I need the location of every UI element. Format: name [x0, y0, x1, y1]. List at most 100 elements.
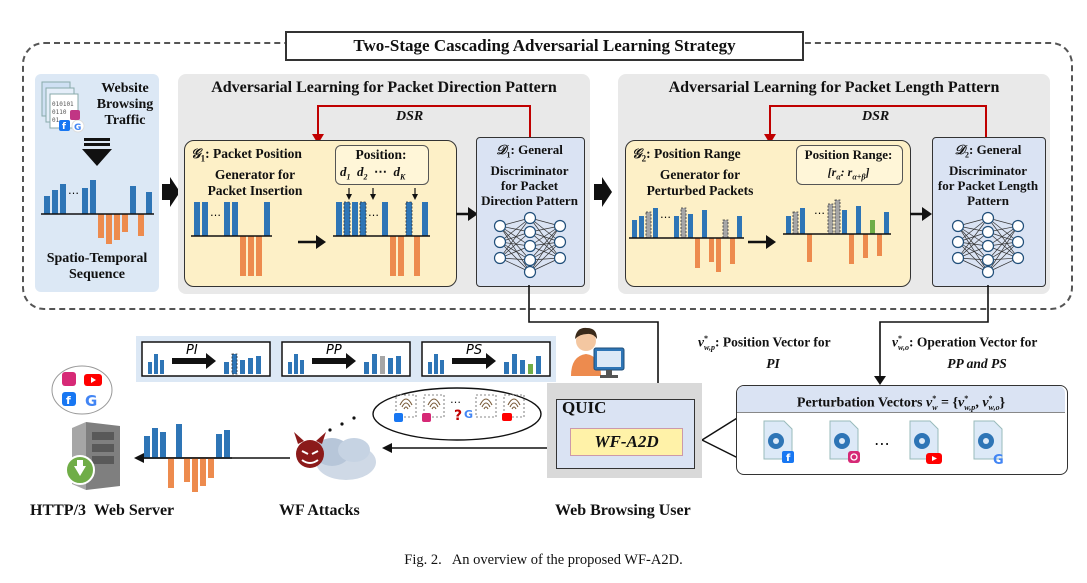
neuron: [493, 251, 507, 265]
packet-bar-up: [422, 202, 428, 236]
packet-bar-up: [44, 196, 50, 214]
packet-bar-up: [842, 210, 847, 234]
strategy-bar: [256, 356, 261, 374]
svg-text:0110: 0110: [52, 109, 67, 116]
packet-bar-up: [90, 180, 96, 214]
strategy-bar: [248, 358, 253, 374]
packet-bar-up: [160, 432, 166, 458]
packet-bar-up: [702, 210, 707, 238]
generator2-left-chart: …: [629, 207, 744, 272]
strategy-arrow: [452, 353, 496, 369]
g2-to-d2-arrow: [910, 207, 932, 221]
packet-bar-down: [695, 238, 700, 268]
packet-bar-down: [716, 238, 721, 272]
svg-text:010101: 010101: [52, 101, 74, 108]
packet-bar-up: [336, 202, 342, 236]
strategy-bar: [300, 360, 304, 374]
packet-bar-up: [632, 220, 637, 238]
packet-bar-up: [827, 203, 834, 235]
discriminator1-label: 𝒟1: General Discriminator for Packet Dir…: [481, 142, 578, 208]
user-label: Web Browsing User: [555, 502, 691, 519]
packet-bar-down: [168, 458, 174, 488]
neuron: [981, 253, 995, 267]
strategy-bar: [240, 360, 245, 374]
neuron: [951, 219, 965, 233]
packet-bar-down: [709, 238, 714, 262]
insert-arrow: [412, 194, 418, 200]
packet-bar-down: [807, 234, 812, 262]
strategy-bar: [160, 360, 164, 374]
packet-bar-down: [730, 238, 735, 264]
position-vector-label: v*w,p: Position Vector for PI: [698, 334, 831, 372]
packet-bar-up: [130, 186, 136, 214]
neuron: [1011, 251, 1025, 265]
wf-a2d-module[interactable]: WF-A2D: [570, 428, 683, 456]
packet-bar-up: [800, 208, 805, 234]
strategy-bar: [388, 358, 393, 374]
stage2-dsr-arrow: [764, 105, 987, 144]
packet-bar-up: [674, 216, 679, 238]
packet-bar-up: [786, 216, 791, 234]
neuron: [981, 225, 995, 239]
svg-text:…: …: [450, 393, 461, 406]
strategy-bar: [364, 362, 369, 374]
packet-bar-up: [382, 202, 388, 236]
strategy-bar: [536, 356, 541, 374]
packet-bar-down: [248, 236, 254, 276]
neuron: [553, 235, 567, 249]
neuron: [981, 265, 995, 279]
strategy-bar: [148, 362, 152, 374]
stage1-dsr-label: DSR: [396, 109, 424, 124]
packet-bar-up: [680, 207, 687, 239]
perturbation-label: Perturbation Vectors v*w = {v*w,p, v*w,o…: [796, 394, 1006, 413]
packet-bar-down: [398, 236, 404, 276]
packet-bar-up: [152, 428, 158, 458]
neuron: [1011, 235, 1025, 249]
quic-label: QUIC: [562, 398, 607, 417]
packet-bar-down: [240, 236, 246, 276]
strategy-title: Two-Stage Cascading Adversarial Learning…: [285, 31, 804, 61]
strategy-bar: [288, 362, 292, 374]
packet-bar-down: [877, 234, 882, 256]
strategy-bar: [231, 353, 238, 375]
generator2-label: 𝒢2: Position Range Generator for Perturb…: [632, 146, 754, 198]
stage2-dsr-label: DSR: [862, 109, 890, 124]
packet-bar-down: [414, 236, 420, 276]
vector-file-icon-youtube: [909, 420, 942, 464]
packet-bar-down: [390, 236, 396, 276]
vector-file-icon-facebook: f: [763, 420, 794, 464]
neuron: [1011, 219, 1025, 233]
attacks-label: WF Attacks: [279, 502, 360, 519]
stage1-title: Adversarial Learning for Packet Directio…: [211, 79, 557, 96]
web-server-icon: [65, 422, 120, 490]
strategy-bar: [434, 354, 438, 374]
generator1-label: 𝒢1: Packet Position Generator for Packet…: [191, 146, 303, 198]
packet-bar-down: [192, 458, 198, 492]
app-icons-bubble: f G: [51, 365, 113, 415]
strategy-label-pp: PP: [326, 343, 342, 358]
neuron: [553, 251, 567, 265]
position-box: [335, 145, 429, 185]
packet-bar-down: [256, 236, 262, 276]
packet-bar-down: [114, 214, 120, 240]
generator1-right-chart: …: [333, 188, 430, 276]
packet-bar-down: [208, 458, 214, 478]
stage1-dsr-arrow: [312, 105, 531, 144]
strategy-bar: [520, 360, 525, 374]
neuron: [493, 235, 507, 249]
svg-text:f: f: [62, 122, 66, 132]
strategy-bar: [380, 356, 385, 374]
vector-file-icon-google: G: [973, 420, 1004, 468]
packet-bar-down: [200, 458, 206, 486]
packet-bar-up: [146, 192, 152, 214]
strategy-bar: [440, 360, 444, 374]
position-range-box: [796, 145, 903, 185]
packet-bar-up: [194, 202, 200, 236]
packet-bar-up: [224, 202, 230, 236]
position-label: Position:: [355, 147, 407, 162]
strategy-bar: [396, 356, 401, 374]
chart-text: …: [368, 206, 379, 219]
neuron: [951, 251, 965, 265]
